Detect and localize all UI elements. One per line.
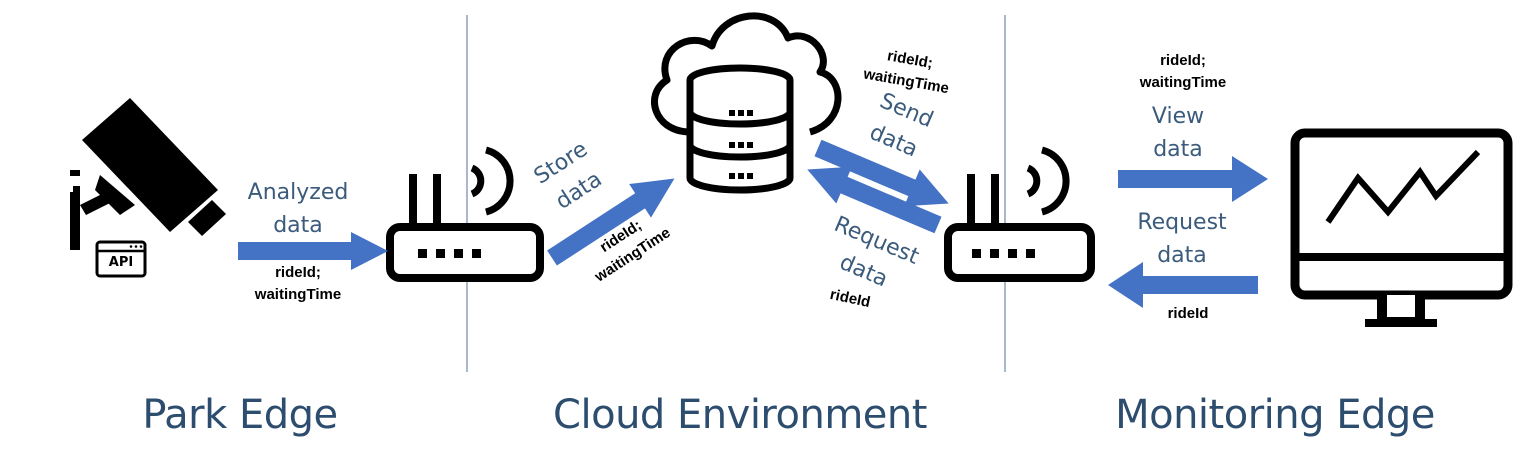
view-field-1: rideId; — [1160, 52, 1206, 69]
request-monitor-label-line2: data — [1157, 243, 1207, 268]
zone-title-cloud-environment: Cloud Environment — [553, 392, 927, 438]
analyzed-label-line1: Analyzed — [247, 180, 349, 205]
analyzed-field-1: rideId; — [275, 264, 321, 281]
arrow-request-data-monitor — [1108, 262, 1258, 308]
api-window-icon — [95, 240, 147, 278]
view-label-line1: View — [1151, 104, 1205, 129]
wifi-router-icon-park — [386, 146, 544, 282]
analyzed-data-label: Analyzed data — [228, 176, 368, 242]
security-camera-icon — [70, 98, 226, 250]
view-field-2: waitingTime — [1139, 74, 1227, 91]
wifi-router-icon-monitoring — [944, 146, 1095, 282]
api-label: API — [108, 255, 134, 270]
arrow-view-data — [1118, 156, 1268, 202]
arrow-analyzed-data — [238, 232, 388, 270]
arrow-send-data — [814, 139, 949, 207]
request-monitor-label-line1: Request — [1137, 210, 1227, 235]
arrow-store-data — [547, 178, 675, 266]
request-data-monitor-field: rideId — [1148, 303, 1228, 325]
view-data-label: View data — [1128, 100, 1228, 166]
zone-title-monitoring-edge: Monitoring Edge — [1115, 392, 1435, 438]
view-data-fields: rideId; waitingTime — [1128, 50, 1238, 94]
analyzed-field-2: waitingTime — [254, 286, 342, 303]
analyzed-data-fields: rideId; waitingTime — [233, 262, 363, 306]
cloud-database-icon — [650, 12, 842, 194]
view-label-line2: data — [1153, 137, 1203, 162]
line-chart-monitor-icon — [1290, 128, 1513, 327]
request-monitor-field-1: rideId — [1167, 305, 1209, 322]
request-data-monitor-label: Request data — [1122, 206, 1242, 272]
zone-title-park-edge: Park Edge — [142, 392, 338, 438]
arrow-request-data-cloud — [807, 166, 942, 234]
analyzed-label-line2: data — [273, 213, 323, 238]
